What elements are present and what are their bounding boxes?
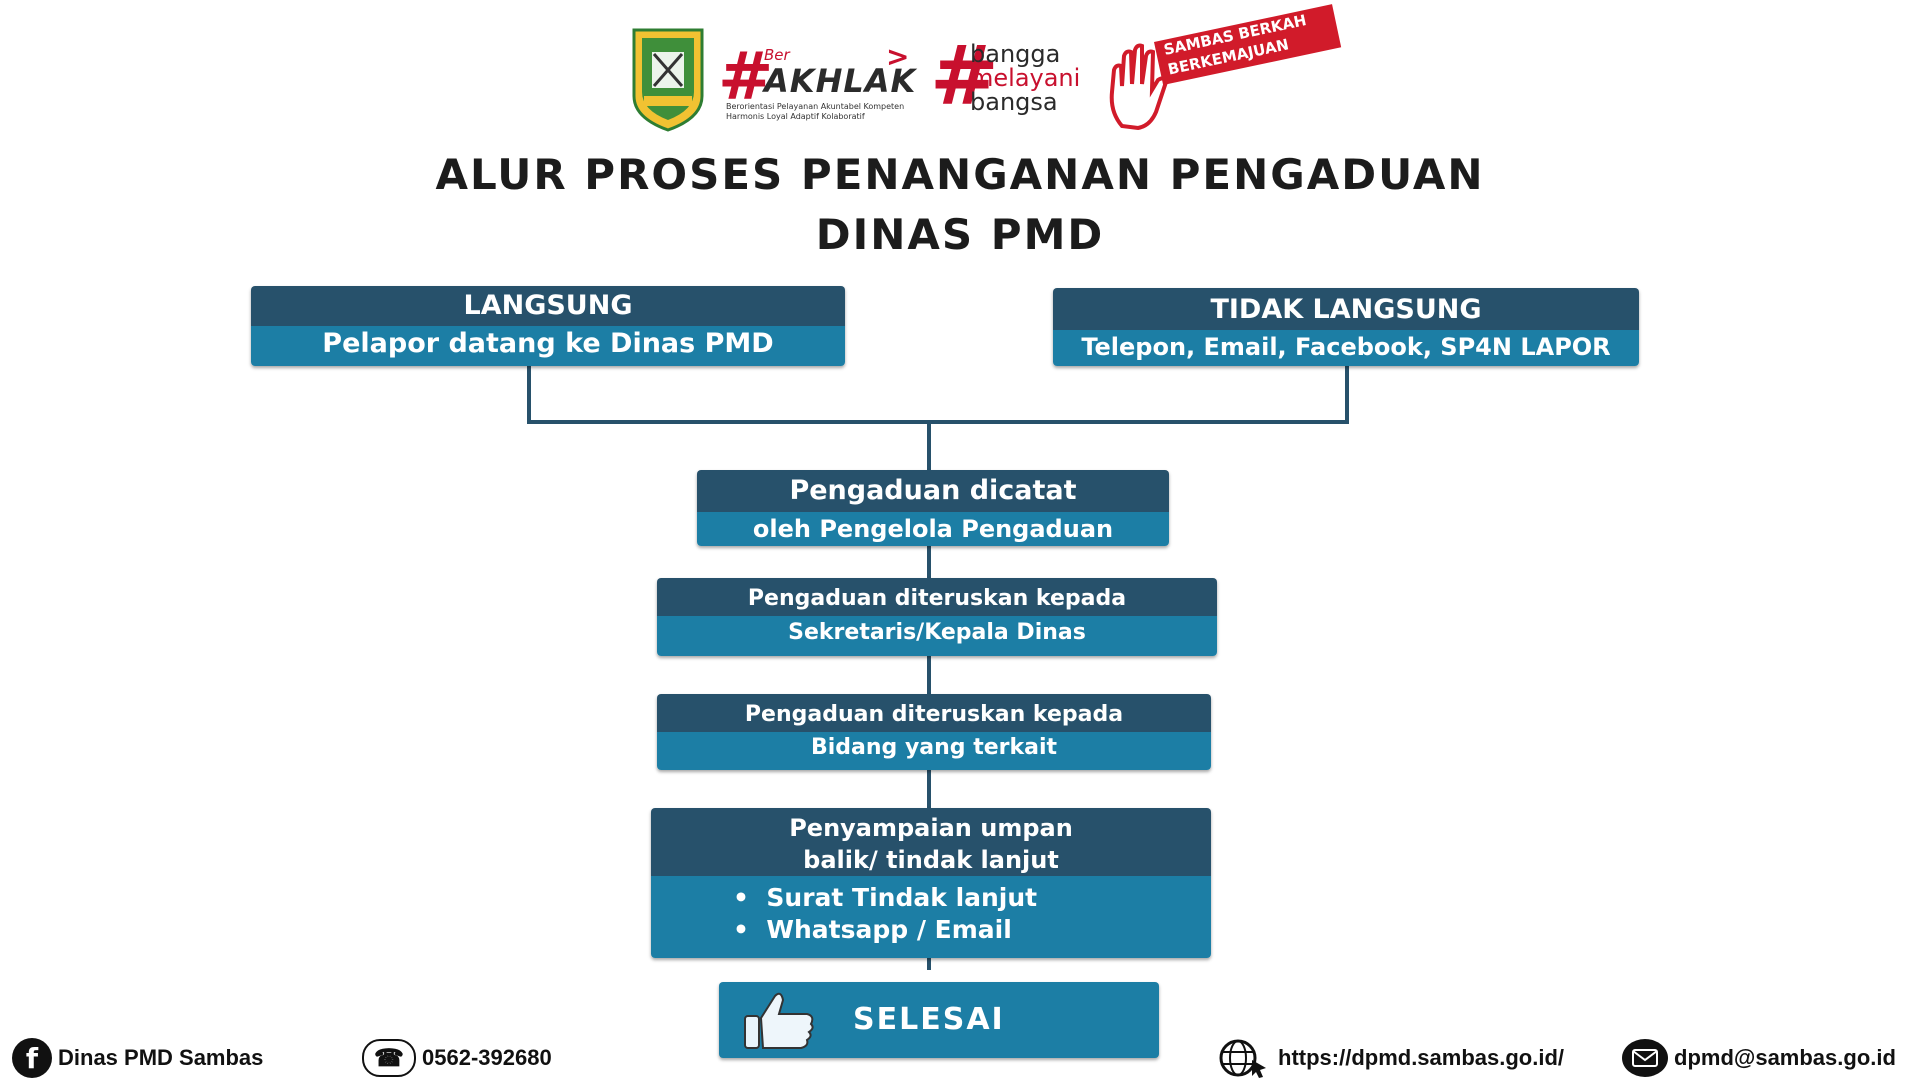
bangga-line3: bangsa xyxy=(970,88,1058,116)
langsung-head: LANGSUNG xyxy=(251,286,845,326)
akhlak-word: AKHLAK xyxy=(764,62,917,100)
phone-icon: ☎ xyxy=(362,1039,416,1077)
footer-facebook-text: Dinas PMD Sambas xyxy=(58,1045,264,1070)
facebook-icon: f xyxy=(12,1038,52,1078)
logo-row: # Ber AKHLAK > Berorientasi Pelayanan Ak… xyxy=(630,4,1350,142)
step4-body: • Surat Tindak lanjut • Whatsapp / Email xyxy=(651,876,1211,958)
connector-tidak-langsung-down xyxy=(1345,362,1349,424)
footer-phone[interactable]: ☎ 0562-392680 xyxy=(362,1039,552,1077)
selesai-label: SELESAI xyxy=(853,1002,1005,1037)
bangga-line1: bangga xyxy=(970,40,1061,68)
box-step-dicatat: Pengaduan dicatat oleh Pengelola Pengadu… xyxy=(697,470,1169,546)
box-step-bidang: Pengaduan diteruskan kepada Bidang yang … xyxy=(657,694,1211,770)
box-step-umpan-balik: Penyampaian umpan balik/ tindak lanjut •… xyxy=(651,808,1211,958)
step1-head: Pengaduan dicatat xyxy=(697,470,1169,512)
step3-body: Bidang yang terkait xyxy=(657,732,1211,770)
tidak-langsung-body: Telepon, Email, Facebook, SP4N LAPOR xyxy=(1053,330,1639,366)
mail-icon xyxy=(1622,1039,1668,1077)
step4-item: • Surat Tindak lanjut xyxy=(733,883,1038,912)
box-tidak-langsung: TIDAK LANGSUNG Telepon, Email, Facebook,… xyxy=(1053,288,1639,366)
step3-head: Pengaduan diteruskan kepada xyxy=(657,694,1211,732)
berakhlak-logo: # Ber AKHLAK > Berorientasi Pelayanan Ak… xyxy=(718,36,918,128)
footer-email[interactable]: dpmd@sambas.go.id xyxy=(1622,1039,1896,1077)
box-langsung: LANGSUNG Pelapor datang ke Dinas PMD xyxy=(251,286,845,366)
bangga-lines: bangga melayani bangsa xyxy=(970,42,1080,114)
akhlak-tagline-1: Berorientasi Pelayanan Akuntabel Kompete… xyxy=(726,102,905,111)
connector-langsung-down xyxy=(527,362,531,424)
akhlak-hash: # xyxy=(718,38,774,115)
sambas-berkah-logo: SAMBAS BERKAH BERKEMAJUAN xyxy=(1108,4,1348,136)
bangga-line2: melayani xyxy=(970,64,1081,92)
akhlak-chevron: > xyxy=(886,40,910,73)
step4-head: Penyampaian umpan balik/ tindak lanjut xyxy=(651,808,1211,876)
step4-head-line2: balik/ tindak lanjut xyxy=(803,846,1059,874)
footer-website-text: https://dpmd.sambas.go.id/ xyxy=(1278,1045,1565,1070)
footer-facebook[interactable]: f Dinas PMD Sambas xyxy=(12,1038,264,1078)
langsung-body: Pelapor datang ke Dinas PMD xyxy=(251,326,845,366)
akhlak-tagline: Berorientasi Pelayanan Akuntabel Kompete… xyxy=(726,102,904,122)
page-title-line2: DINAS PMD xyxy=(815,210,1105,259)
tidak-langsung-head: TIDAK LANGSUNG xyxy=(1053,288,1639,330)
sambas-crest-logo xyxy=(630,26,706,132)
step2-body: Sekretaris/Kepala Dinas xyxy=(657,616,1217,656)
step4-head-line1: Penyampaian umpan xyxy=(789,814,1073,842)
footer-phone-text: 0562-392680 xyxy=(422,1045,552,1070)
step2-head: Pengaduan diteruskan kepada xyxy=(657,578,1217,616)
sambas-badge: SAMBAS BERKAH BERKEMAJUAN xyxy=(1154,4,1342,86)
box-selesai: SELESAI xyxy=(719,982,1159,1058)
connector-horizontal xyxy=(527,420,1349,424)
step4-item: • Whatsapp / Email xyxy=(733,915,1012,944)
footer-email-text: dpmd@sambas.go.id xyxy=(1674,1045,1896,1070)
akhlak-ber: Ber xyxy=(764,46,790,64)
step4-item-2: Whatsapp / Email xyxy=(766,915,1012,944)
box-step-sekretaris: Pengaduan diteruskan kepada Sekretaris/K… xyxy=(657,578,1217,656)
thumbs-up-icon xyxy=(744,992,814,1049)
step4-item-1: Surat Tindak lanjut xyxy=(766,883,1038,912)
akhlak-tagline-2: Harmonis Loyal Adaptif Kolaboratif xyxy=(726,112,865,121)
step1-body: oleh Pengelola Pengaduan xyxy=(697,512,1169,546)
bangga-hash: # xyxy=(930,29,999,124)
page-title-line1: ALUR PROSES PENANGANAN PENGADUAN xyxy=(435,150,1485,199)
bangga-melayani-bangsa-logo: # bangga melayani bangsa xyxy=(930,36,1080,132)
globe-icon xyxy=(1219,1039,1266,1078)
footer-website[interactable]: https://dpmd.sambas.go.id/ xyxy=(1216,1039,1565,1078)
